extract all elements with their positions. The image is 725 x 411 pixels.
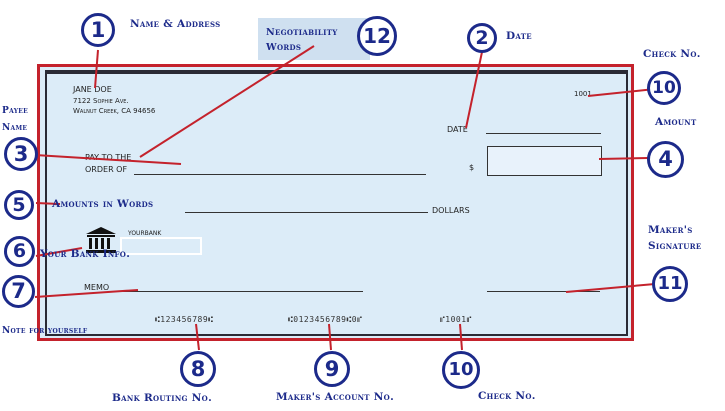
callout-9-account: 9 bbox=[314, 351, 350, 387]
dollars-label: DOLLARS bbox=[432, 206, 470, 215]
label-check-no-top: Check No. bbox=[643, 48, 701, 60]
callout-10-check-number-bottom: 10 bbox=[442, 351, 480, 389]
memo-line[interactable] bbox=[113, 291, 363, 292]
label-check-no-bottom: Check No. bbox=[478, 390, 536, 402]
callout-5-amount-words: 5 bbox=[4, 190, 34, 220]
label-makers-account: Maker's Account No. bbox=[276, 391, 395, 403]
date-line[interactable] bbox=[486, 133, 601, 134]
date-label: DATE bbox=[447, 125, 468, 134]
label-note-for-yourself: Note for yourself bbox=[2, 326, 88, 336]
callout-7-memo: 7 bbox=[2, 275, 35, 308]
callout-6-bank-info: 6 bbox=[4, 236, 35, 267]
label-date: Date bbox=[506, 30, 532, 42]
payer-city: Walnut Creek, CA 94656 bbox=[73, 107, 156, 115]
amount-box[interactable] bbox=[487, 146, 602, 176]
dollar-sign: $ bbox=[469, 163, 475, 172]
memo-label: MEMO bbox=[84, 283, 110, 292]
callout-3-payee: 3 bbox=[4, 137, 38, 171]
callout-12-negotiability: 12 bbox=[357, 16, 397, 56]
pay-to-label: PAY TO THE bbox=[85, 153, 132, 162]
label-name-address: Name & Address bbox=[130, 18, 221, 30]
callout-1-name-address: 1 bbox=[81, 13, 115, 47]
callout-8-routing: 8 bbox=[180, 351, 216, 387]
label-payee-name: Payee Name bbox=[2, 106, 29, 133]
signature-line[interactable] bbox=[487, 291, 600, 292]
label-your-bank-info: Your Bank Info. bbox=[40, 248, 131, 260]
bank-building-icon bbox=[86, 227, 116, 253]
callout-4-amount: 4 bbox=[647, 141, 684, 178]
callout-10-check-number-top: 10 bbox=[647, 71, 681, 105]
callout-2-date: 2 bbox=[467, 23, 497, 53]
bank-info-box bbox=[120, 237, 202, 255]
account-number-micr: ⑆0123456789⑆0⑈ bbox=[288, 315, 363, 324]
check-number-micr: ⑈1001⑈ bbox=[440, 315, 472, 324]
order-of-label: ORDER OF bbox=[85, 165, 128, 174]
payee-line[interactable] bbox=[134, 174, 426, 175]
payer-street: 7122 Sophie Ave. bbox=[73, 97, 129, 105]
amount-words-line[interactable] bbox=[185, 212, 428, 213]
label-bank-routing: Bank Routing No. bbox=[112, 392, 213, 404]
routing-number-micr: ⑆123456789⑆ bbox=[155, 315, 214, 324]
label-amount: Amount bbox=[655, 116, 697, 128]
callout-11-signature: 11 bbox=[652, 266, 688, 302]
check-number: 1001 bbox=[574, 90, 592, 98]
bank-name: YOURBANK bbox=[128, 230, 162, 237]
label-negotiability-words: Negotiability Words bbox=[266, 27, 338, 53]
label-makers-signature: Maker's Signature bbox=[648, 224, 702, 252]
payer-name: JANE DOE bbox=[73, 85, 112, 94]
label-amounts-in-words: Amounts in Words bbox=[52, 198, 154, 210]
